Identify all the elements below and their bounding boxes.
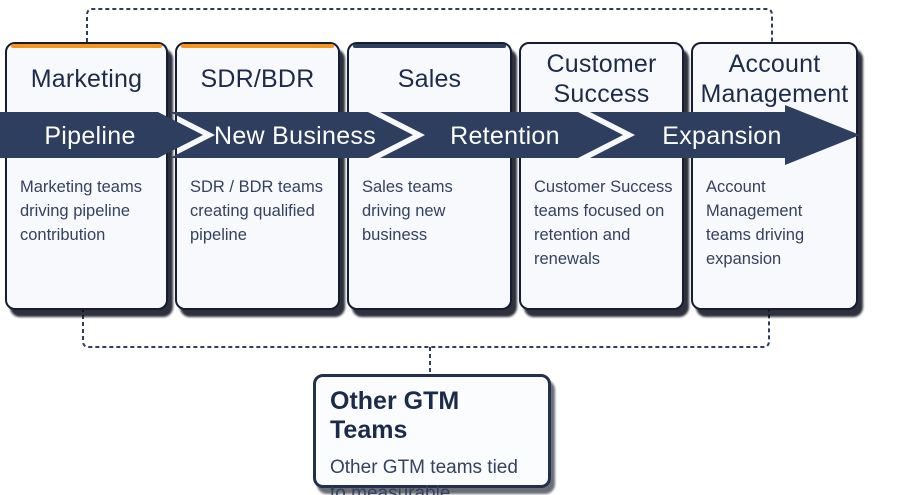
bottom-loop-connector (82, 308, 770, 348)
funnel-arrow-band: Pipeline New Business Retention Expansio… (0, 105, 860, 165)
arrow-label-new-business: New Business (214, 122, 376, 150)
card-accent-bar (525, 44, 678, 48)
card-title: Customer Success (546, 50, 657, 108)
card-description: Sales teams driving new business (362, 178, 453, 244)
card-sales: Sales Sales teams driving new business (347, 42, 512, 310)
arrow-label-retention: Retention (450, 122, 560, 150)
arrow-segment-retention (380, 112, 623, 158)
card-customer-success: Customer Success Customer Success teams … (519, 42, 684, 310)
arrow-segment-pipeline (0, 112, 203, 158)
other-gtm-box: Other GTM Teams Other GTM teams tied to … (313, 374, 551, 495)
card-description: Marketing teams driving pipeline contrib… (20, 178, 142, 244)
arrow-label-pipeline: Pipeline (44, 122, 135, 150)
arrow-segment-expansion (590, 105, 860, 165)
card-accent-bar (697, 44, 852, 48)
card-title: Marketing (30, 65, 143, 93)
card-marketing: Marketing Marketing teams driving pipeli… (5, 42, 168, 310)
card-accent-bar (353, 44, 506, 48)
card-accent-bar (11, 44, 162, 48)
card-title: Account Management (700, 50, 849, 108)
card-accent-bar (181, 44, 334, 48)
card-sdr-bdr: SDR/BDR SDR / BDR teams creating qualifi… (175, 42, 340, 310)
card-description: SDR / BDR teams creating qualified pipel… (190, 178, 323, 244)
card-title: SDR/BDR (200, 65, 315, 93)
card-description: Customer Success teams focused on retent… (534, 178, 673, 268)
arrow-label-expansion: Expansion (662, 122, 781, 150)
arrow-segment-new-business (170, 112, 413, 158)
card-description: Account Management teams driving expansi… (706, 178, 805, 268)
other-gtm-title: Other GTM Teams (330, 387, 460, 444)
top-loop-connector (86, 8, 773, 42)
card-account-management: Account Management Account Management te… (691, 42, 858, 310)
other-gtm-description: Other GTM teams tied to measurable outco… (330, 457, 518, 495)
card-title: Sales (397, 65, 462, 93)
